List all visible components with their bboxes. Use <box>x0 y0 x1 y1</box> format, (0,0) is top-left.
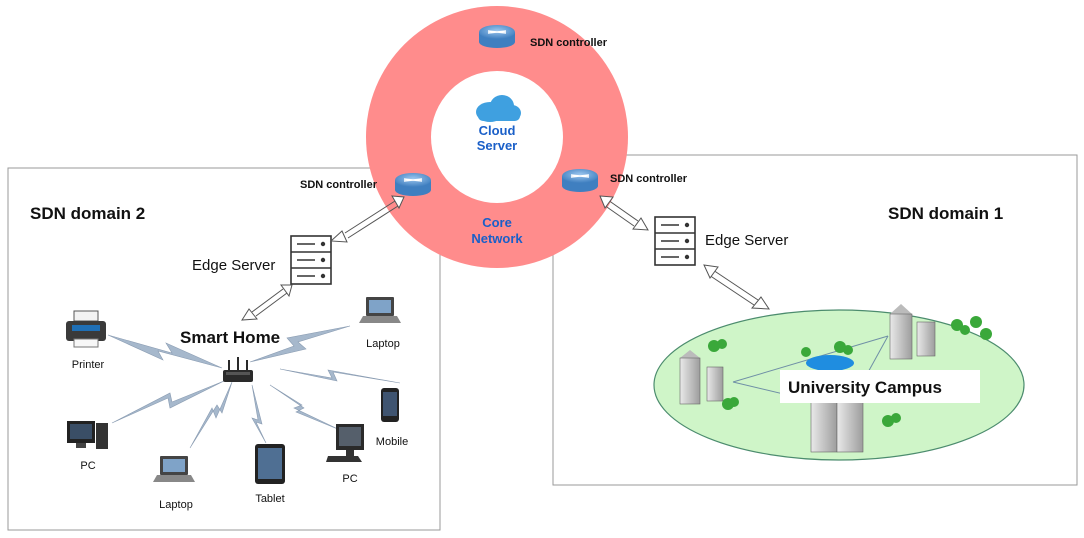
mobile-icon <box>381 388 399 422</box>
link-arrow-controller-to-edge-right <box>599 195 649 231</box>
printer-icon <box>66 310 106 348</box>
campus-trees <box>708 316 992 427</box>
building-top-short-icon <box>916 321 936 357</box>
core-network-label-line1: Core <box>482 215 512 230</box>
device-label-pc-left: PC <box>80 460 95 472</box>
building-left-tall-icon <box>679 350 701 405</box>
edge-server-left-label: Edge Server <box>192 257 275 274</box>
sdn-controller-left-label: SDN controller <box>300 179 378 191</box>
campus-pond-icon <box>806 355 854 371</box>
smart-home-label: Smart Home <box>180 328 280 347</box>
building-left-short-icon <box>706 366 724 402</box>
edge-server-left-icon <box>290 235 332 285</box>
device-label-mobile: Mobile <box>376 436 408 448</box>
device-label-laptop-top: Laptop <box>366 338 400 350</box>
tree-icon <box>708 340 720 352</box>
lightning-to-laptop-top <box>249 325 351 363</box>
university-campus-label: University Campus <box>788 378 942 397</box>
router-icon-left <box>395 173 431 196</box>
device-label-printer: Printer <box>72 359 105 371</box>
edge-server-right-icon <box>654 216 696 266</box>
link-arrow-controller-to-edge-left <box>329 195 405 243</box>
cloud-icon <box>476 95 521 122</box>
laptop-bottom-icon <box>153 456 195 482</box>
lightning-to-mobile <box>279 368 401 384</box>
device-label-pc-right: PC <box>342 473 357 485</box>
lightning-to-tablet <box>251 384 267 444</box>
router-icon-right <box>562 169 598 192</box>
lightning-to-printer <box>107 334 223 369</box>
edge-server-right-label: Edge Server <box>705 232 788 249</box>
tree-icon <box>970 316 982 328</box>
link-arrow-edge-right-to-campus <box>703 264 770 310</box>
cloud-server-label-line2: Server <box>477 138 517 153</box>
building-bottom-icon <box>810 395 864 453</box>
campus-label-box <box>780 370 980 403</box>
device-label-tablet: Tablet <box>255 493 284 505</box>
building-top-tall-icon <box>889 304 913 360</box>
core-network-label-line2: Network <box>471 231 523 246</box>
tree-icon <box>951 319 963 331</box>
wifi-router-icon <box>223 357 253 382</box>
link-arrow-edge-left-to-hub <box>241 284 293 321</box>
core-inner-circle <box>431 71 563 203</box>
sdn-domain-2-title: SDN domain 2 <box>30 204 145 223</box>
domain-2-box <box>7 167 441 531</box>
tree-icon <box>801 347 811 357</box>
pc-right-icon <box>326 424 364 462</box>
pc-left-icon <box>67 421 108 449</box>
tablet-icon <box>255 444 285 484</box>
laptop-top-icon <box>359 297 401 323</box>
wireless-links <box>107 325 401 449</box>
device-label-laptop-bottom: Laptop <box>159 499 193 511</box>
sdn-controller-right-label: SDN controller <box>610 173 688 185</box>
sdn-domain-1-title: SDN domain 1 <box>888 204 1003 223</box>
cloud-server-label-line1: Cloud <box>479 123 516 138</box>
router-icon-top <box>479 25 515 48</box>
sdn-controller-top-label: SDN controller <box>530 37 608 49</box>
